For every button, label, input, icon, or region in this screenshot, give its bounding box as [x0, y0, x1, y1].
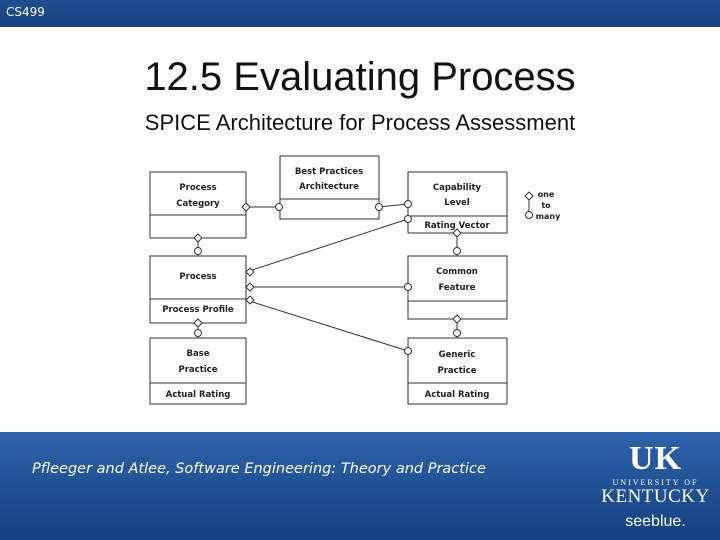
many-marker-dot [375, 203, 383, 211]
best-practices-label-1: Best Practices [295, 167, 363, 177]
many-markers [194, 200, 461, 355]
generic-practice-label-1: Generic [439, 350, 476, 360]
logo-university-of: UNIVERSITY OF [612, 478, 699, 487]
logo-kentucky: KENTUCKY [601, 486, 710, 507]
process-category-label-2: Category [176, 199, 220, 209]
box-base-practice: Base Practice Actual Rating [149, 337, 247, 405]
base-practice-label-1: Base [186, 349, 209, 359]
course-code: CS499 [6, 5, 45, 19]
uk-logo: UK UNIVERSITY OF KENTUCKY seeblue. [598, 442, 713, 534]
common-feature-label-1: Common [436, 267, 478, 277]
legend-many: many [536, 212, 561, 221]
best-practices-label-2: Architecture [299, 182, 359, 192]
common-feature-label-2: Feature [438, 283, 475, 293]
footer-bar: Pfleeger and Atlee, Software Engineering… [0, 432, 720, 540]
base-practice-label-2: Practice [179, 365, 218, 375]
legend: one to many [524, 190, 561, 221]
slide-subtitle: SPICE Architecture for Process Assessmen… [144, 110, 576, 135]
diamond-marker [193, 318, 203, 328]
process-footer: Process Profile [162, 305, 234, 315]
generic-practice-label-2: Practice [438, 366, 477, 376]
connector-process-capability [245, 218, 409, 273]
top-bar: CS499 [0, 0, 720, 27]
legend-to: to [541, 201, 551, 210]
box-capability-level: Capability Level Rating Vector [407, 171, 508, 234]
diamond-marker [241, 202, 251, 212]
diamond-marker [452, 314, 462, 324]
many-marker-dot [194, 247, 202, 255]
diamond-marker [245, 267, 255, 277]
logo-seeblue: seeblue. [625, 513, 686, 530]
generic-practice-footer: Actual Rating [425, 390, 490, 400]
box-common-feature: Common Feature [407, 255, 508, 320]
slide-title: 12.5 Evaluating Process [144, 55, 576, 99]
diamond-marker [245, 282, 255, 292]
logo-uk: UK [629, 440, 682, 477]
capability-level-label-1: Capability [433, 183, 482, 193]
many-marker-dot [404, 215, 412, 223]
legend-diamond [524, 191, 534, 201]
capability-level-label-2: Level [444, 198, 469, 208]
diamond-marker [193, 233, 203, 243]
legend-dot [525, 211, 533, 219]
many-marker-dot [453, 329, 461, 337]
capability-level-footer: Rating Vector [424, 221, 490, 231]
diamond-marker [245, 295, 255, 305]
connector-process-generic [245, 299, 409, 352]
many-marker-dot [404, 200, 412, 208]
many-marker-dot [275, 203, 283, 211]
legend-one: one [538, 190, 555, 199]
box-best-practices: Best Practices Architecture [279, 155, 380, 220]
process-category-label-1: Process [179, 183, 216, 193]
box-process: Process Process Profile [149, 255, 247, 324]
base-practice-footer: Actual Rating [166, 390, 231, 400]
spice-diagram: Best Practices Architecture Process Cate… [149, 155, 561, 405]
process-label: Process [179, 272, 216, 282]
many-marker-dot [453, 247, 461, 255]
many-marker-dot [404, 347, 412, 355]
diamond-markers [193, 202, 462, 328]
box-generic-practice: Generic Practice Actual Rating [407, 337, 508, 405]
diamond-marker [452, 228, 462, 238]
many-marker-dot [404, 283, 412, 291]
box-process-category: Process Category [149, 171, 247, 239]
citation-text: Pfleeger and Atlee, Software Engineering… [32, 461, 486, 477]
many-marker-dot [194, 329, 202, 337]
connector-bestpractices-capability [378, 203, 409, 208]
